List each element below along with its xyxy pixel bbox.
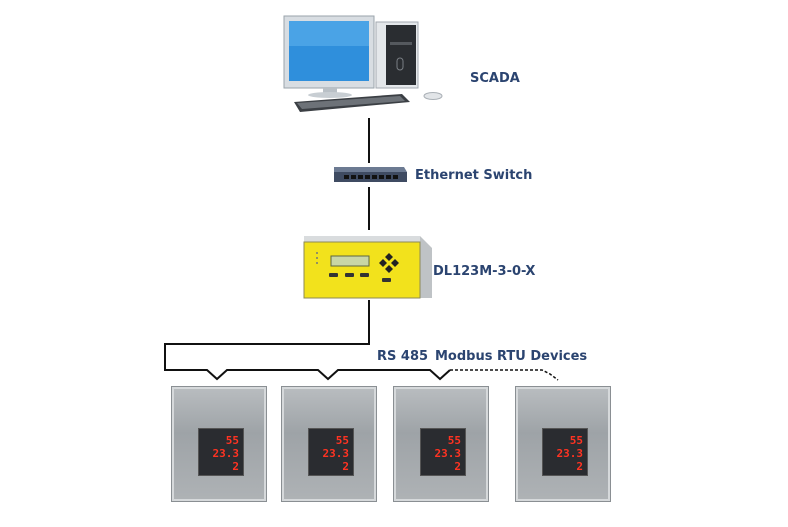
scada-label: SCADA	[470, 71, 520, 86]
meter-reading: 55	[335, 434, 349, 447]
ethernet-switch-label: Ethernet Switch	[415, 168, 533, 183]
meter-reading: 23.3	[556, 447, 584, 460]
meter-reading: 23.3	[322, 447, 350, 460]
meter-reading: 2	[342, 460, 349, 473]
meter-reading: 55	[569, 434, 583, 447]
meter-reading: 23.3	[434, 447, 462, 460]
datalogger-icon	[303, 236, 432, 299]
rs485-bus-dashed	[450, 369, 559, 381]
datalogger-label: DL123M-3-0-X	[433, 264, 536, 279]
meter-reading: 23.3	[212, 447, 240, 460]
desktop-computer-icon	[283, 15, 443, 112]
network-switch-icon	[334, 167, 407, 182]
rs485-label: RS 485	[377, 349, 429, 364]
rs485-bus-line	[164, 300, 451, 381]
meter-reading: 55	[225, 434, 239, 447]
meter-reading: 2	[576, 460, 583, 473]
meter-reading: 2	[454, 460, 461, 473]
modbus-devices-label: Modbus RTU Devices	[435, 349, 588, 364]
meter-reading: 55	[447, 434, 461, 447]
meter-reading: 2	[232, 460, 239, 473]
